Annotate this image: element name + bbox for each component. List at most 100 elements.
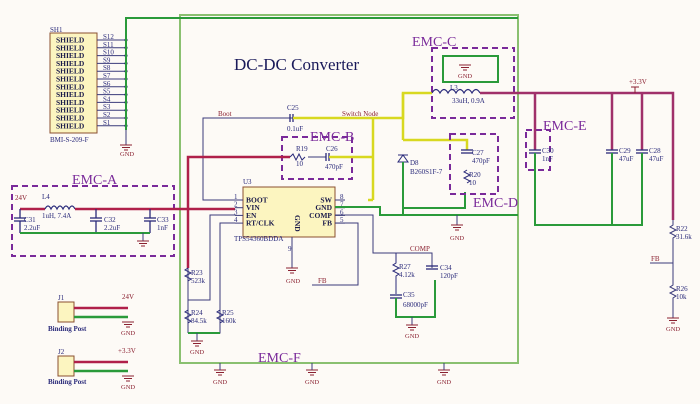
emc-e-region — [525, 129, 551, 171]
ic-pin-num: 4 — [234, 216, 238, 224]
svg-text:10: 10 — [469, 179, 477, 187]
svg-text:EMC-F: EMC-F — [258, 351, 301, 366]
ic-pin-num: 3 — [234, 208, 238, 216]
svg-text:C25: C25 — [287, 104, 299, 112]
shield-pin-num: S3 — [103, 103, 111, 111]
shield-pin-num: S4 — [103, 95, 111, 103]
svg-text:R22: R22 — [676, 225, 688, 233]
shield-pin-label: SHIELD — [56, 51, 85, 60]
ic-pin-num: 5 — [340, 216, 344, 224]
svg-text:Switch Node: Switch Node — [342, 110, 378, 118]
svg-text:C26: C26 — [326, 145, 338, 153]
svg-text:L3: L3 — [450, 84, 458, 92]
svg-text:Boot: Boot — [218, 110, 232, 118]
shield-pin-num: S1 — [103, 119, 111, 127]
shield-pin-num: S11 — [103, 41, 114, 49]
svg-text:C28: C28 — [649, 147, 661, 155]
v33-wire — [480, 91, 675, 220]
svg-text:GND: GND — [437, 379, 451, 386]
svg-text:120pF: 120pF — [440, 272, 458, 280]
svg-text:523k: 523k — [191, 277, 206, 285]
shield-pin-num: S2 — [103, 111, 111, 119]
svg-text:R19: R19 — [296, 145, 308, 153]
shield-pin-label: SHIELD — [56, 82, 85, 91]
ic-u3 — [242, 186, 336, 238]
svg-text:+3.3V: +3.3V — [118, 347, 136, 355]
shield-pin-label: SHIELD — [56, 98, 85, 107]
svg-text:U3: U3 — [243, 178, 252, 186]
ic-pin-name: RT/CLK — [246, 219, 275, 228]
svg-text:9: 9 — [288, 245, 292, 253]
shield-pin-num: S6 — [103, 80, 111, 88]
shield-pin-label: SHIELD — [56, 90, 85, 99]
shield-pin-label: SHIELD — [56, 59, 85, 68]
svg-text:EMC-B: EMC-B — [310, 130, 354, 145]
svg-text:47uF: 47uF — [649, 155, 664, 163]
gnd-label: GND — [120, 151, 134, 158]
svg-text:FB: FB — [651, 255, 660, 263]
svg-text:EMC-D: EMC-D — [473, 196, 518, 211]
shield-pin-label: SHIELD — [56, 75, 85, 84]
ic-pin-num: 1 — [234, 193, 238, 201]
shield-gnd-wire — [125, 17, 518, 130]
shield-pin-label: SHIELD — [56, 121, 85, 130]
shield-part: BMI-S-209-F — [50, 136, 89, 144]
svg-text:R20: R20 — [469, 171, 481, 179]
svg-text:47uF: 47uF — [619, 155, 634, 163]
svg-text:GND: GND — [450, 235, 464, 242]
ic-pin-name: COMP — [309, 211, 332, 220]
svg-text:C33: C33 — [157, 216, 169, 224]
svg-text:GND: GND — [121, 384, 135, 391]
ic-pin-num: 8 — [340, 193, 344, 201]
svg-text:GND: GND — [458, 73, 472, 80]
ic-pin-num: 6 — [340, 208, 344, 216]
svg-text:GND: GND — [305, 379, 319, 386]
svg-text:470pF: 470pF — [472, 157, 490, 165]
connector-j2: J2 Binding Post +3.3V GND — [48, 347, 136, 391]
svg-text:Binding Post: Binding Post — [48, 378, 87, 386]
svg-text:GND: GND — [286, 278, 300, 285]
emc-f-region — [179, 14, 519, 364]
svg-text:COMP: COMP — [410, 245, 430, 253]
svg-text:470pF: 470pF — [325, 163, 343, 171]
svg-text:GND: GND — [405, 333, 419, 340]
svg-text:Binding Post: Binding Post — [48, 325, 87, 333]
svg-text:33uH, 0.9A: 33uH, 0.9A — [452, 97, 485, 105]
ic-pin-name: VIN — [246, 203, 260, 212]
svg-text:160k: 160k — [222, 317, 237, 325]
svg-text:C27: C27 — [472, 149, 484, 157]
ic-pin-name: SW — [320, 196, 332, 205]
svg-text:C35: C35 — [403, 291, 415, 299]
svg-text:1nF: 1nF — [542, 155, 553, 163]
svg-text:J1: J1 — [58, 294, 65, 302]
shield-pin-label: SHIELD — [56, 36, 85, 45]
svg-text:R23: R23 — [191, 269, 203, 277]
svg-text:0.1uF: 0.1uF — [287, 125, 303, 133]
ic-pin-name: BOOT — [246, 196, 268, 205]
svg-text:J2: J2 — [58, 348, 65, 356]
svg-text:+3.3V: +3.3V — [629, 78, 647, 86]
svg-text:C31: C31 — [24, 216, 36, 224]
shield-ref: SH1 — [50, 26, 63, 34]
svg-text:24V: 24V — [122, 293, 134, 301]
svg-text:R24: R24 — [191, 309, 203, 317]
net-24v: 24V — [15, 194, 27, 202]
svg-text:GND: GND — [121, 330, 135, 337]
svg-text:R27: R27 — [399, 263, 411, 271]
ic-pin-name: FB — [322, 219, 332, 228]
svg-text:1uH, 7.4A: 1uH, 7.4A — [42, 212, 71, 220]
svg-text:R26: R26 — [676, 285, 688, 293]
ic-pin-num: 7 — [340, 201, 344, 209]
shield-pin-label: SHIELD — [56, 43, 85, 52]
svg-text:C32: C32 — [104, 216, 116, 224]
svg-text:FB: FB — [318, 277, 327, 285]
svg-text:84.5k: 84.5k — [191, 317, 207, 325]
ic-pin-name: EN — [246, 211, 257, 220]
connector-j1: J1 Binding Post 24V GND — [48, 293, 135, 337]
svg-text:TPS54360BDDA: TPS54360BDDA — [234, 235, 283, 243]
shield-pin-num: S8 — [103, 64, 111, 72]
svg-text:EMC-C: EMC-C — [412, 35, 456, 50]
svg-text:C30: C30 — [542, 147, 554, 155]
svg-text:2.2uF: 2.2uF — [24, 224, 40, 232]
